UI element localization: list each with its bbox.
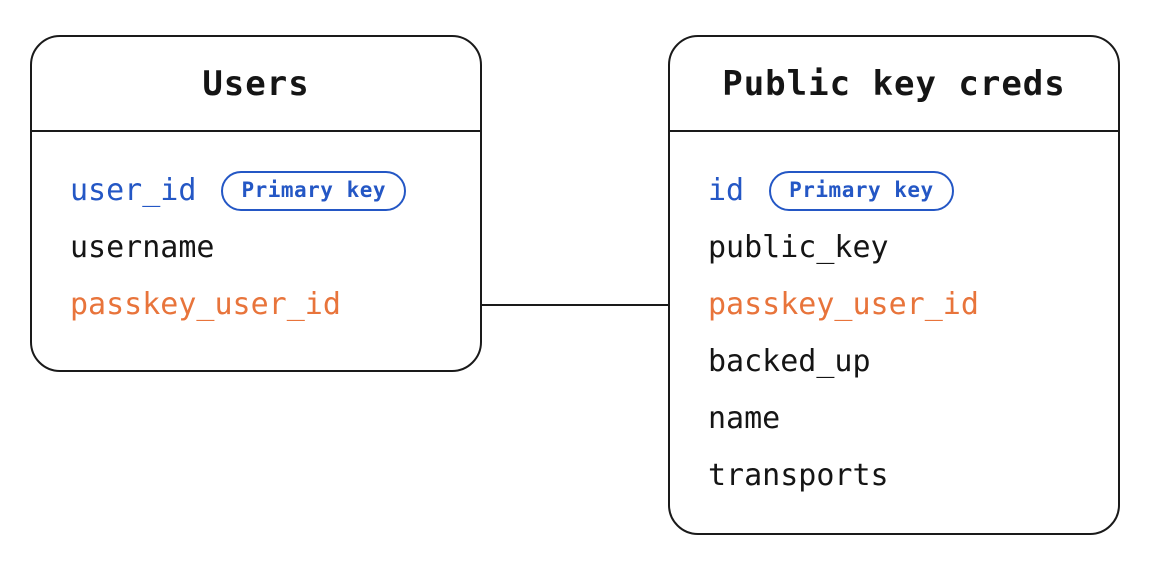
primary-key-badge: Primary key (769, 170, 954, 211)
field-name-passkey-user-id: passkey_user_id (70, 287, 341, 322)
field-name-name: name (708, 401, 781, 436)
table-title-users: Users (32, 37, 480, 132)
field-name-backed-up: backed_up (708, 344, 871, 379)
field-row-passkey-user-id: passkey_user_id (70, 276, 460, 333)
field-name-username: username (70, 230, 215, 265)
table-fields-public-key-creds: id Primary key public_key passkey_user_i… (670, 132, 1118, 504)
field-row-transports: transports (708, 447, 1098, 504)
field-name-transports: transports (708, 458, 889, 493)
field-row-public-key: public_key (708, 219, 1098, 276)
field-row-backed-up: backed_up (708, 333, 1098, 390)
table-node-public-key-creds: Public key creds id Primary key public_k… (668, 35, 1120, 535)
table-node-users: Users user_id Primary key username passk… (30, 35, 482, 372)
table-title-public-key-creds: Public key creds (670, 37, 1118, 132)
field-row-passkey-user-id: passkey_user_id (708, 276, 1098, 333)
relationship-line-passkey-user-id (482, 304, 668, 306)
field-row-user-id: user_id Primary key (70, 162, 460, 219)
primary-key-badge: Primary key (221, 170, 407, 211)
field-row-id: id Primary key (708, 162, 1098, 219)
table-fields-users: user_id Primary key username passkey_use… (32, 132, 480, 333)
field-name-user-id: user_id (70, 173, 197, 208)
field-row-username: username (70, 219, 460, 276)
field-name-passkey-user-id: passkey_user_id (708, 287, 979, 322)
field-name-id: id (708, 173, 745, 208)
field-name-public-key: public_key (708, 230, 889, 265)
field-row-name: name (708, 390, 1098, 447)
